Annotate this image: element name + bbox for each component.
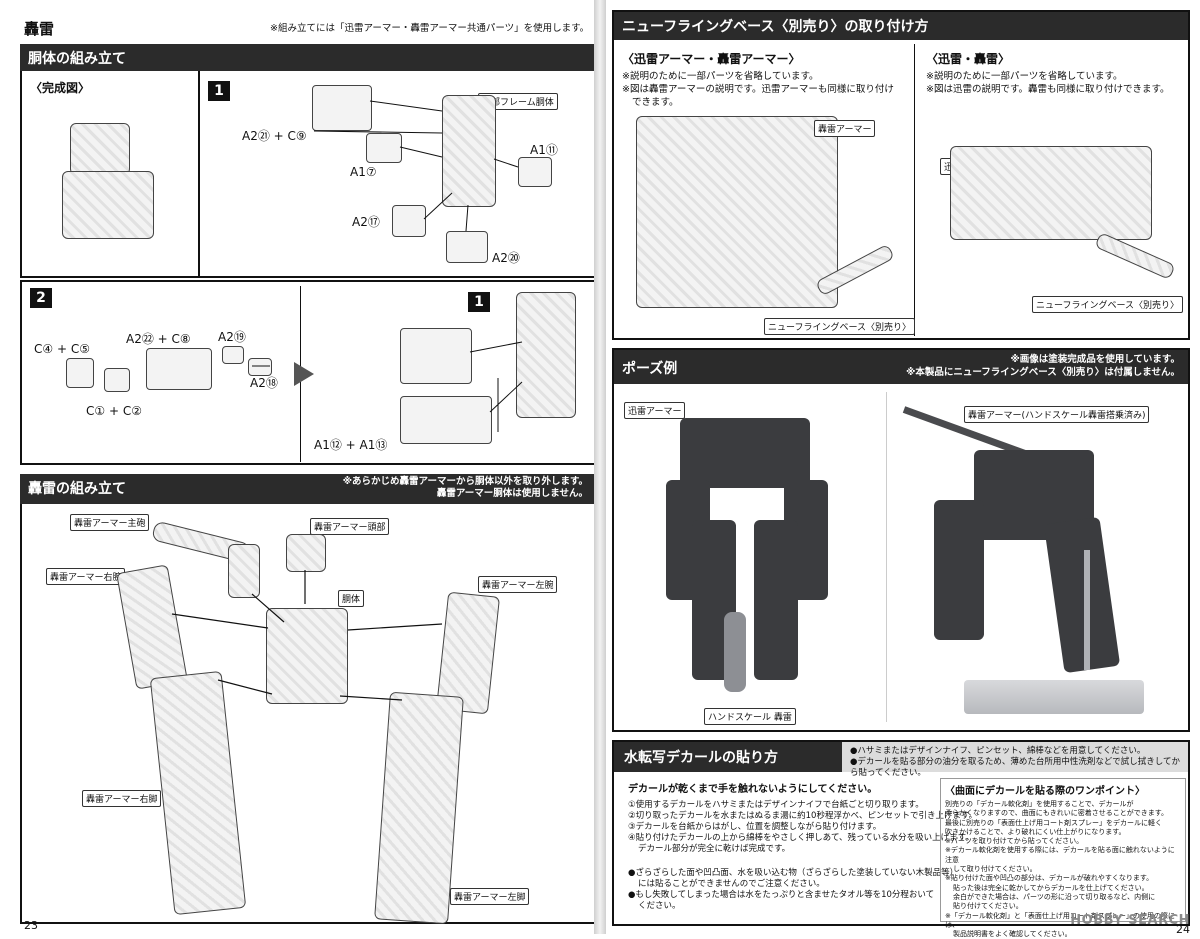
right-page: ニューフライングベース〈別売り〉の取り付け方 〈迅雷アーマー・轟雷アーマー〉 ※…: [604, 0, 1200, 938]
step2-label-f: A1⑫ + A1⑬: [314, 438, 388, 452]
step2-leader-lines: [252, 341, 523, 432]
sub2-notes: ※説明のために一部パーツを省略しています。 ※図は迅雷の説明です。轟雷も同様に取…: [926, 71, 1170, 95]
page-title: 轟雷: [24, 20, 55, 38]
step1-label-c: A1⑪: [530, 143, 558, 157]
part-c4: [66, 358, 94, 388]
head-tag: 轟雷アーマー頭部: [310, 518, 390, 535]
pose-left-tag: 迅雷アーマー: [624, 402, 686, 419]
inner-frame-torso: [442, 95, 496, 207]
complete-diagram-label: 〈完成図〉: [30, 81, 91, 95]
part-c1: [104, 368, 130, 392]
step2-label-a: C④ + C⑤: [34, 342, 90, 356]
decal-cautions: ●ざらざらした面や凹凸面、水を吸い込む物（ざらざらした塗装していない木製品等） …: [628, 868, 959, 911]
step2-label-e: C① + C②: [86, 404, 142, 418]
gourai-armor-leg-l: [1043, 516, 1121, 674]
armor-head: [286, 534, 326, 572]
right-leg-tag: 轟雷アーマー右脚: [82, 790, 162, 807]
stand-base: [964, 680, 1144, 714]
stand-pole: [1084, 550, 1090, 670]
part-a1-11: [518, 157, 552, 187]
part-a2-22: [146, 348, 212, 390]
gourai-armor-leg-r: [934, 500, 984, 640]
pose-left-bottom-tag: ハンドスケール 轟雷: [704, 708, 796, 725]
photo-divider: [886, 392, 887, 722]
jinrai-armor-torso: [680, 418, 810, 488]
divider: [198, 71, 200, 276]
step2-label-c: A2⑲: [218, 330, 246, 344]
jinrai-illustration: [950, 146, 1152, 240]
armor-torso: [266, 608, 348, 704]
step1-label-e: A2⑳: [492, 251, 520, 265]
decal-steps: ①使用するデカールをハサミまたはデザインナイフで台紙ごと切り取ります。 ②切り取…: [628, 800, 978, 854]
sub1-title: 〈迅雷アーマー・轟雷アーマー〉: [622, 52, 801, 66]
armor-tag: 轟雷アーマー: [814, 120, 876, 137]
part-a2-20: [446, 231, 488, 263]
part-a2-19: [222, 346, 244, 364]
assembly-leader-lines: [171, 570, 443, 701]
base-tag-2: ニューフライングベース〈別売り〉: [1032, 296, 1184, 313]
pose-section-header: ポーズ例 ※画像は塗装完成品を使用しています。 ※本製品にニューフライングベース…: [614, 350, 1188, 384]
sub1-notes: ※説明のために一部パーツを省略しています。 ※図は轟雷アーマーの説明です。迅雷ア…: [622, 71, 894, 108]
inner-frame-tag: 内部フレーム胴体: [478, 93, 558, 110]
step2-torso-frame: [516, 292, 576, 418]
step1-label-a: A2㉑ + C⑨: [242, 129, 307, 143]
parts-note: ※組み立てには「迅雷アーマー・轟雷アーマー共通パーツ」を使用します。: [270, 23, 590, 34]
assembly-title: 轟雷の組み立て: [28, 481, 126, 497]
decal-warning: デカールが乾くまで手を触れないようにしてください。: [628, 784, 878, 795]
completed-torso-upper: [70, 123, 130, 175]
torso-section-header: 胴体の組み立て: [20, 44, 596, 72]
cannon-tag: 轟雷アーマー主砲: [70, 514, 150, 531]
divider: [914, 44, 915, 336]
step2-chest-assembly: [400, 328, 472, 384]
base-section: ニューフライングベース〈別売り〉の取り付け方 〈迅雷アーマー・轟雷アーマー〉 ※…: [612, 10, 1190, 340]
decal-section-header: 水転写デカールの貼り方: [614, 742, 842, 772]
part-a2-18: [248, 358, 272, 376]
left-page: 轟雷 ※組み立てには「迅雷アーマー・轟雷アーマー共通パーツ」を使用します。 胴体…: [0, 0, 596, 934]
jinrai-armor-leg-l: [754, 520, 798, 680]
base-tag-1: ニューフライングベース〈別売り〉: [764, 318, 916, 335]
page-number-right: 24: [1176, 923, 1190, 936]
completed-torso-lower: [62, 171, 154, 239]
torso-step1-row: 〈完成図〉 1 内部フレーム胴体 A2㉑ + C⑨ A1⑦ A1⑪ A2⑰ A2…: [20, 71, 596, 278]
pose-right-tag: 轟雷アーマー(ハンドスケール轟雷搭乗済み): [964, 406, 1150, 423]
heavy-armor-illustration: [636, 116, 838, 308]
assembly-section-header: 轟雷の組み立て ※あらかじめ轟雷アーマーから胴体以外を取り外します。 轟雷アーマ…: [20, 474, 596, 504]
left-arm-tag: 轟雷アーマー左腕: [478, 576, 558, 593]
step2-label-d: A2⑱: [250, 376, 278, 390]
pose-notes: ※画像は塗装完成品を使用しています。 ※本製品にニューフライングベース〈別売り〉…: [906, 354, 1180, 378]
left-leg-tag: 轟雷アーマー左脚: [450, 888, 530, 905]
decal-tip-box: 〈曲面にデカールを貼る際のワンポイント〉 別売りの「デカール軟化剤」を使用するこ…: [940, 778, 1186, 938]
step1-leader-lines: [313, 100, 519, 232]
step2-back-plate: [400, 396, 492, 444]
hand-scale-figure: [724, 612, 746, 692]
cannon-mount: [228, 544, 260, 598]
torso-step2-row: 2 C④ + C⑤ A2㉒ + C⑧ A2⑲ A2⑱ C① + C② A1⑫ +…: [20, 280, 596, 465]
page-number-left: 23: [24, 919, 38, 932]
decal-tip-title: 〈曲面にデカールを貼る際のワンポイント〉: [945, 786, 1145, 797]
step-1-number: 1: [208, 81, 230, 101]
assembly-diagram: 轟雷アーマー主砲 轟雷アーマー頭部 轟雷アーマー右腕 轟雷アーマー左腕 胴体 轟…: [20, 504, 596, 925]
ref-step-1: 1: [468, 292, 490, 312]
step1-label-d: A2⑰: [352, 215, 380, 229]
step2-label-b: A2㉒ + C⑧: [126, 332, 191, 346]
step1-label-b: A1⑦: [350, 165, 377, 179]
part-a2-17: [392, 205, 426, 237]
part-a1-7: [366, 133, 402, 163]
decal-header-notes: ●ハサミまたはデザインナイフ、ピンセット、綿棒などを用意してください。 ●デカー…: [850, 746, 1180, 778]
sub2-title: 〈迅雷・轟雷〉: [926, 52, 1011, 66]
decal-section: 水転写デカールの貼り方 ●ハサミまたはデザインナイフ、ピンセット、綿棒などを用意…: [612, 740, 1190, 938]
torso-tag: 胴体: [338, 590, 365, 607]
assembly-notes: ※あらかじめ轟雷アーマーから胴体以外を取り外します。 轟雷アーマー胴体は使用しま…: [342, 476, 588, 499]
step-2-number: 2: [30, 288, 52, 308]
base-section-header: ニューフライングベース〈別売り〉の取り付け方: [614, 12, 1188, 40]
pose-section: ポーズ例 ※画像は塗装完成品を使用しています。 ※本製品にニューフライングベース…: [612, 348, 1190, 732]
book-spine: [594, 0, 606, 934]
next-arrow-icon: [294, 362, 314, 386]
watermark: HOBBY SEARCH: [1070, 913, 1190, 928]
part-chest-plate: [312, 85, 372, 131]
